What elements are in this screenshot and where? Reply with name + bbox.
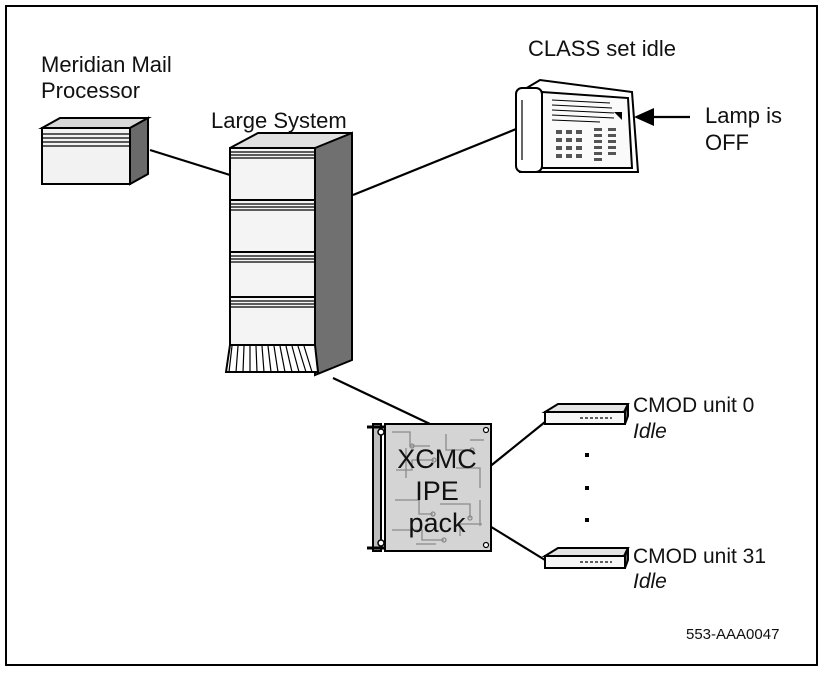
connection-lines <box>149 123 546 561</box>
link-system-to-pack <box>332 377 431 425</box>
lamp-label-line1: Lamp is <box>705 103 782 128</box>
cmod-unit-0-name: CMOD unit 0 <box>633 394 754 417</box>
link-pack-to-cmod0 <box>487 421 546 469</box>
large-system-cabinet <box>224 131 353 377</box>
lamp-indicator <box>614 112 622 120</box>
cmod-unit-31-status: Idle <box>633 570 667 593</box>
lamp-arrow <box>634 108 690 126</box>
cmod-unit-0-device <box>541 403 630 425</box>
class-set-label: CLASS set idle <box>528 36 676 61</box>
class-telephone-set <box>515 78 640 173</box>
figure-frame <box>5 5 818 666</box>
xcmc-ipe-pack <box>367 423 492 552</box>
xcmc-pack-label-line2: IPE <box>415 476 459 506</box>
lamp-label-line2: OFF <box>705 130 749 155</box>
large-system-label: Large System <box>211 108 347 133</box>
link-mail-to-system <box>149 148 231 177</box>
cmod-unit-0-status: Idle <box>633 420 667 443</box>
mail-processor-label-line2: Processor <box>41 78 140 103</box>
cmod-unit-31-name: CMOD unit 31 <box>633 545 766 568</box>
ellipsis-dots <box>585 453 589 522</box>
xcmc-pack-label-line3: pack <box>408 508 466 538</box>
link-pack-to-cmod31 <box>487 524 546 561</box>
mail-processor-label-line1: Meridian Mail <box>41 52 172 77</box>
xcmc-pack-label-line1: XCMC <box>397 444 477 474</box>
link-system-to-phone <box>352 123 527 197</box>
cmod-unit-31-device <box>541 547 630 569</box>
figure-id: 553-AAA0047 <box>686 626 779 643</box>
meridian-mail-processor <box>38 116 152 186</box>
